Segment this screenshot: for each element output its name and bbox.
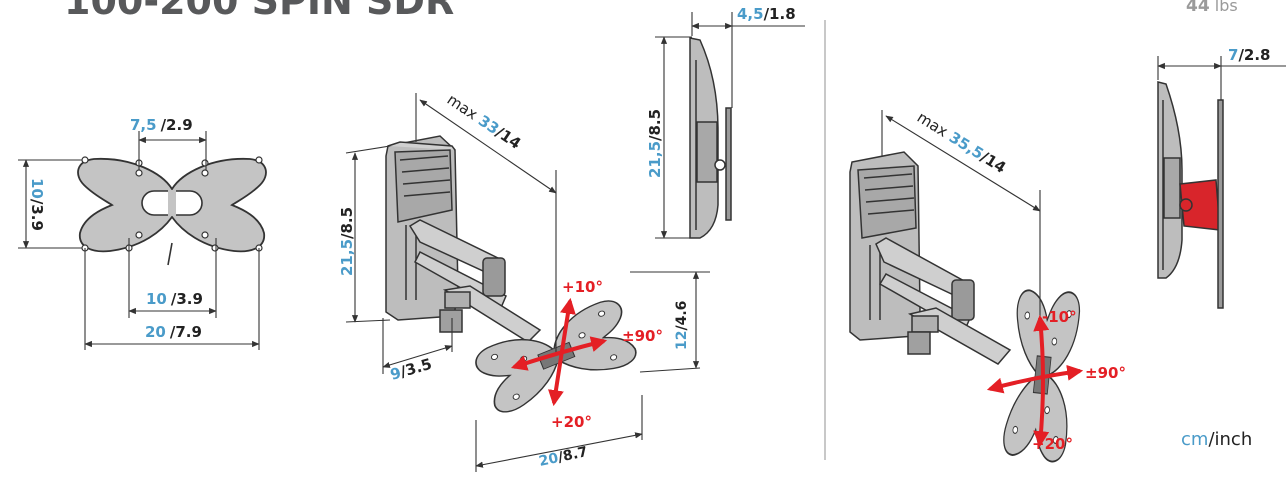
mount-right-rotation-arrows	[986, 314, 1084, 448]
plate-height-label: 10/3.9	[28, 178, 46, 231]
mount-right-dimension-lines	[881, 110, 1041, 330]
weight-value: 44	[1186, 0, 1210, 16]
mount-left-plate-width-label: 20/8.7	[538, 444, 590, 470]
mount-right-tilt-up-label: -10°	[1042, 308, 1077, 326]
side-view-1-dimension-lines	[655, 12, 805, 239]
mount-left-tilt-down-label: +20°	[551, 413, 592, 431]
plate-width-label: 20/7.9	[145, 323, 202, 341]
vesa-plate-drawing	[77, 156, 267, 266]
unit-imperial: inch	[1214, 429, 1253, 450]
mount-right-tilt-down-label: +20°	[1032, 435, 1073, 453]
side-view-2-dimension-lines	[1157, 56, 1286, 100]
unit-metric: cm	[1181, 429, 1209, 450]
side-view-1-height-label: 21,5/8.5	[646, 109, 664, 178]
side-view-1-depth-label: 4,5/1.8	[737, 5, 796, 23]
mount-left-rotation-arrows	[510, 297, 608, 407]
mount-right-swivel-label: ±90°	[1085, 364, 1126, 382]
product-title: 100-200 SPIN SDR	[64, 0, 455, 23]
plate-dimension-lines	[18, 131, 260, 350]
mount-left-swivel-label: ±90°	[622, 327, 663, 345]
weight-capacity: 44 lbs	[1186, 0, 1238, 16]
mount-left-depth-label: 9/3.5	[388, 355, 434, 384]
mount-left-dimension-lines	[345, 93, 710, 472]
side-view-1-drawing	[689, 37, 732, 239]
weight-unit: lbs	[1214, 0, 1238, 15]
mount-left-plate-height-label: 12/4.6	[674, 301, 690, 350]
plate-hole-spacing-small-label: 7,5/2.9	[130, 116, 193, 134]
unit-legend: cm/inch	[1181, 429, 1252, 450]
mount-left-height-label: 21,5/8.5	[338, 207, 356, 276]
unit-separator: /	[1208, 429, 1215, 450]
mount-right-drawing	[849, 151, 1012, 365]
mount-left-tilt-up-label: +10°	[562, 278, 603, 296]
side-view-2-drawing	[1157, 81, 1224, 309]
side-view-2-depth-label: 7/2.8	[1228, 46, 1271, 64]
plate-hole-spacing-mid-label: 10/3.9	[146, 290, 203, 308]
